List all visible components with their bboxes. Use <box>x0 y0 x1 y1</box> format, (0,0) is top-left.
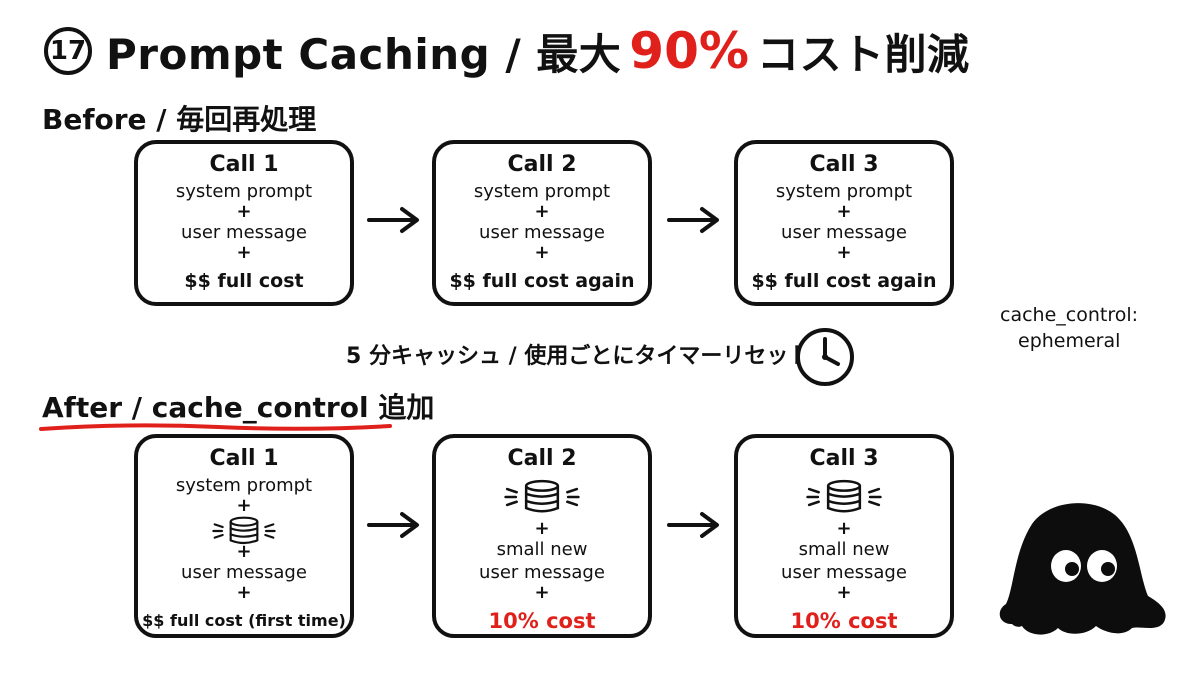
cost-text: 10% cost <box>488 609 596 633</box>
database-icon <box>212 516 276 545</box>
arrow-right-icon <box>367 207 419 233</box>
plus-sign: + <box>836 518 852 539</box>
plus-sign: + <box>534 518 550 539</box>
cache-duration-note: 5 分キャッシュ / 使用ごとにタイマーリセット <box>346 344 811 369</box>
call-name: Call 1 <box>209 152 279 177</box>
plus-sign: + <box>236 582 252 603</box>
cost-text: $$ full cost <box>184 270 304 292</box>
clock-icon <box>796 328 854 386</box>
before-call-2-box: Call 2 system prompt + user message + $$… <box>432 140 652 306</box>
plus-sign: + <box>534 242 550 263</box>
call-name: Call 3 <box>809 152 879 177</box>
cost-text: 10% cost <box>790 609 898 633</box>
cache-control-value: ephemeral <box>1018 330 1121 352</box>
system-prompt-text: system prompt <box>473 181 611 202</box>
system-prompt-text: system prompt <box>775 181 913 202</box>
database-icon <box>806 479 882 513</box>
after-label-underline <box>39 423 392 431</box>
plus-sign: + <box>534 582 550 603</box>
title-highlight: 90% <box>629 22 749 80</box>
call-name: Call 3 <box>809 446 879 471</box>
plus-sign: + <box>534 201 550 222</box>
before-call-3-box: Call 3 system prompt + user message + $$… <box>734 140 954 306</box>
title-suffix: コスト削減 <box>756 29 970 79</box>
arrow-right-icon <box>667 207 719 233</box>
call-name: Call 2 <box>507 446 577 471</box>
page-title: 17 Prompt Caching / 最大 90% コスト削減 <box>44 16 970 86</box>
user-message-text: user message <box>479 222 605 243</box>
cache-control-note: cache_control: ephemeral <box>1000 302 1138 354</box>
plus-sign: + <box>836 242 852 263</box>
after-call-3-box: Call 3 + small new user message + 10% co… <box>734 434 954 638</box>
user-message-text: user message <box>479 562 605 583</box>
arrow-right-icon <box>367 512 419 538</box>
after-call-2-box: Call 2 + small new user message + 10% co… <box>432 434 652 638</box>
plus-sign: + <box>836 582 852 603</box>
title-number-badge: 17 <box>44 27 92 75</box>
before-call-1-box: Call 1 system prompt + user message + $$… <box>134 140 354 306</box>
arrow-right-icon <box>667 512 719 538</box>
user-message-text: user message <box>781 562 907 583</box>
small-new-text: small new <box>496 539 588 560</box>
after-section-label: After / cache_control 追加 <box>42 391 435 424</box>
cost-text: $$ full cost again <box>751 270 937 292</box>
system-prompt-text: system prompt <box>175 475 313 496</box>
call-name: Call 1 <box>209 446 279 471</box>
user-message-text: user message <box>781 222 907 243</box>
after-call-1-box: Call 1 system prompt + + user message + … <box>134 434 354 638</box>
system-prompt-text: system prompt <box>175 181 313 202</box>
before-section-label: Before / 毎回再処理 <box>42 103 317 136</box>
cost-text: $$ full cost (first time) <box>142 611 346 630</box>
plus-sign: + <box>236 242 252 263</box>
database-icon <box>504 479 580 513</box>
title-text: Prompt Caching / 最大 <box>106 29 622 79</box>
plus-sign: + <box>236 495 252 516</box>
user-message-text: user message <box>181 562 307 583</box>
user-message-text: user message <box>181 222 307 243</box>
plus-sign: + <box>236 201 252 222</box>
cost-text: $$ full cost again <box>449 270 635 292</box>
call-name: Call 2 <box>507 152 577 177</box>
mascot-blob-icon <box>999 503 1166 635</box>
plus-sign: + <box>236 541 252 562</box>
cache-control-key: cache_control: <box>1000 304 1139 326</box>
plus-sign: + <box>836 201 852 222</box>
small-new-text: small new <box>798 539 890 560</box>
